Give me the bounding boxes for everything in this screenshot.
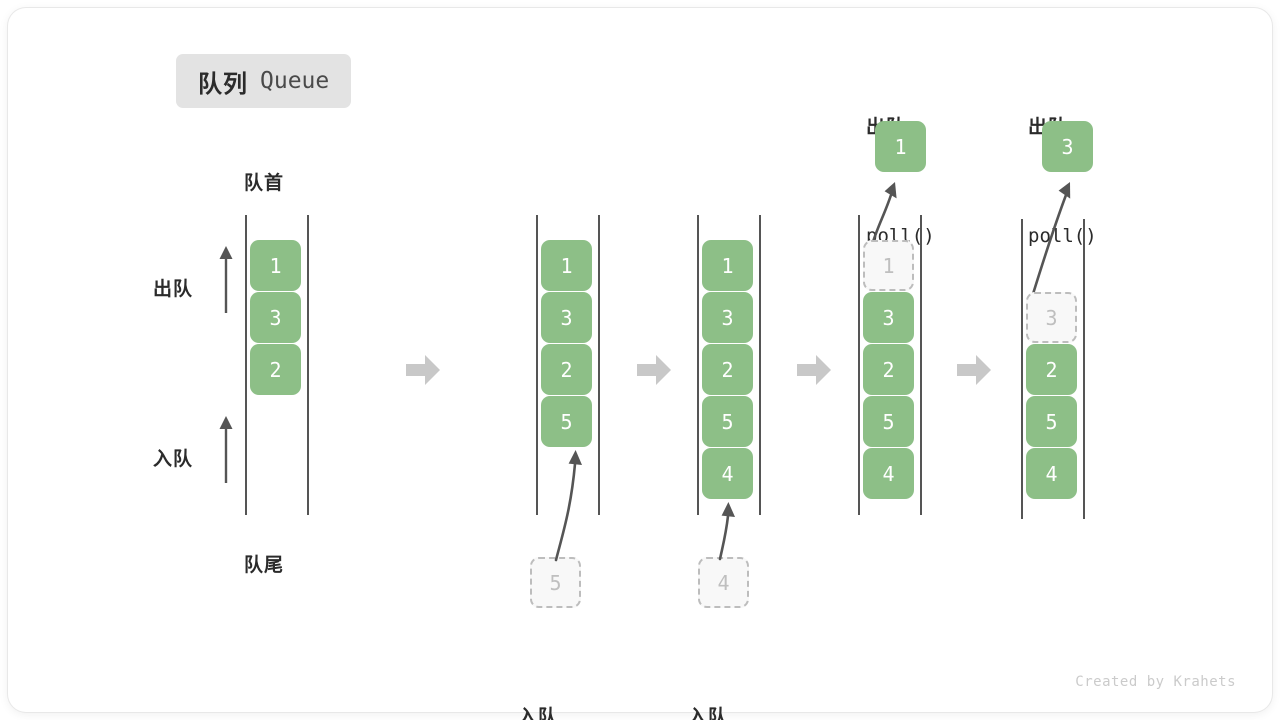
queue-rail-left xyxy=(536,215,538,515)
queue-rail-left xyxy=(697,215,699,515)
queue-slot-vacated: 3 xyxy=(1026,292,1077,343)
op-paren-close: ) xyxy=(1085,225,1097,247)
queue-slot: 3 xyxy=(702,292,753,343)
watermark-credit: Created by Krahets xyxy=(1075,674,1236,690)
outgoing-element: 3 xyxy=(1042,121,1093,172)
queue-rail-right xyxy=(598,215,600,515)
queue-rail-right xyxy=(759,215,761,515)
separator-arrow-icon xyxy=(637,355,671,385)
queue-rail-left xyxy=(1021,219,1023,519)
separator-arrow-icon xyxy=(406,355,440,385)
queue-slot: 4 xyxy=(863,448,914,499)
queue-slot: 5 xyxy=(863,396,914,447)
queue-slot: 3 xyxy=(541,292,592,343)
operation-label-offer-4: 入队 offer(4) xyxy=(688,628,780,720)
dequeue-direction-label: 出队 xyxy=(153,279,194,300)
diagram-title-badge: 队列 Queue xyxy=(176,54,352,108)
queue-head-label: 队首 xyxy=(244,173,285,194)
separator-arrow-icon xyxy=(957,355,991,385)
enqueue-arrow-icon xyxy=(718,502,735,561)
queue-rail-left xyxy=(858,215,860,515)
separator-arrow-icon xyxy=(797,355,831,385)
dequeue-arrow-icon xyxy=(1031,182,1071,296)
queue-slot: 2 xyxy=(863,344,914,395)
queue-slot: 5 xyxy=(1026,396,1077,447)
queue-slot: 5 xyxy=(702,396,753,447)
op-paren-close: ) xyxy=(923,225,935,247)
queue-slot: 4 xyxy=(702,448,753,499)
incoming-element-ghost: 4 xyxy=(698,557,749,608)
queue-slot: 2 xyxy=(541,344,592,395)
enqueue-arrow-icon xyxy=(554,450,582,562)
queue-slot: 1 xyxy=(541,240,592,291)
queue-slot: 2 xyxy=(1026,344,1077,395)
queue-slot: 1 xyxy=(250,240,301,291)
queue-slot: 3 xyxy=(863,292,914,343)
enqueue-direction-arrow-icon xyxy=(219,416,233,483)
queue-slot: 1 xyxy=(702,240,753,291)
queue-slot: 2 xyxy=(702,344,753,395)
queue-rail-right xyxy=(920,215,922,515)
dequeue-arrow-icon xyxy=(871,182,897,244)
operation-label-line1: 入队 xyxy=(688,707,729,720)
queue-rail-right xyxy=(1083,219,1085,519)
enqueue-direction-label: 入队 xyxy=(153,449,194,470)
outgoing-element: 1 xyxy=(875,121,926,172)
op-name: poll( xyxy=(1028,225,1086,247)
queue-slot: 3 xyxy=(250,292,301,343)
queue-rail-right xyxy=(307,215,309,515)
queue-slot: 2 xyxy=(250,344,301,395)
queue-tail-label: 队尾 xyxy=(244,555,285,576)
queue-slot: 5 xyxy=(541,396,592,447)
operation-label-line2: poll() xyxy=(1028,218,1097,254)
queue-rail-left xyxy=(245,215,247,515)
dequeue-direction-arrow-icon xyxy=(219,246,233,313)
diagram-card: 队列 Queue 队首 队尾 出队 入队 1 3 2 xyxy=(8,8,1272,720)
queue-slot-vacated: 1 xyxy=(863,240,914,291)
operation-label-offer-5: 入队 offer(5) xyxy=(518,628,610,720)
queue-slot: 4 xyxy=(1026,448,1077,499)
operation-label-line1: 入队 xyxy=(518,707,559,720)
title-cn: 队列 xyxy=(198,70,248,98)
incoming-element-ghost: 5 xyxy=(530,557,581,608)
title-en: Queue xyxy=(260,68,330,94)
